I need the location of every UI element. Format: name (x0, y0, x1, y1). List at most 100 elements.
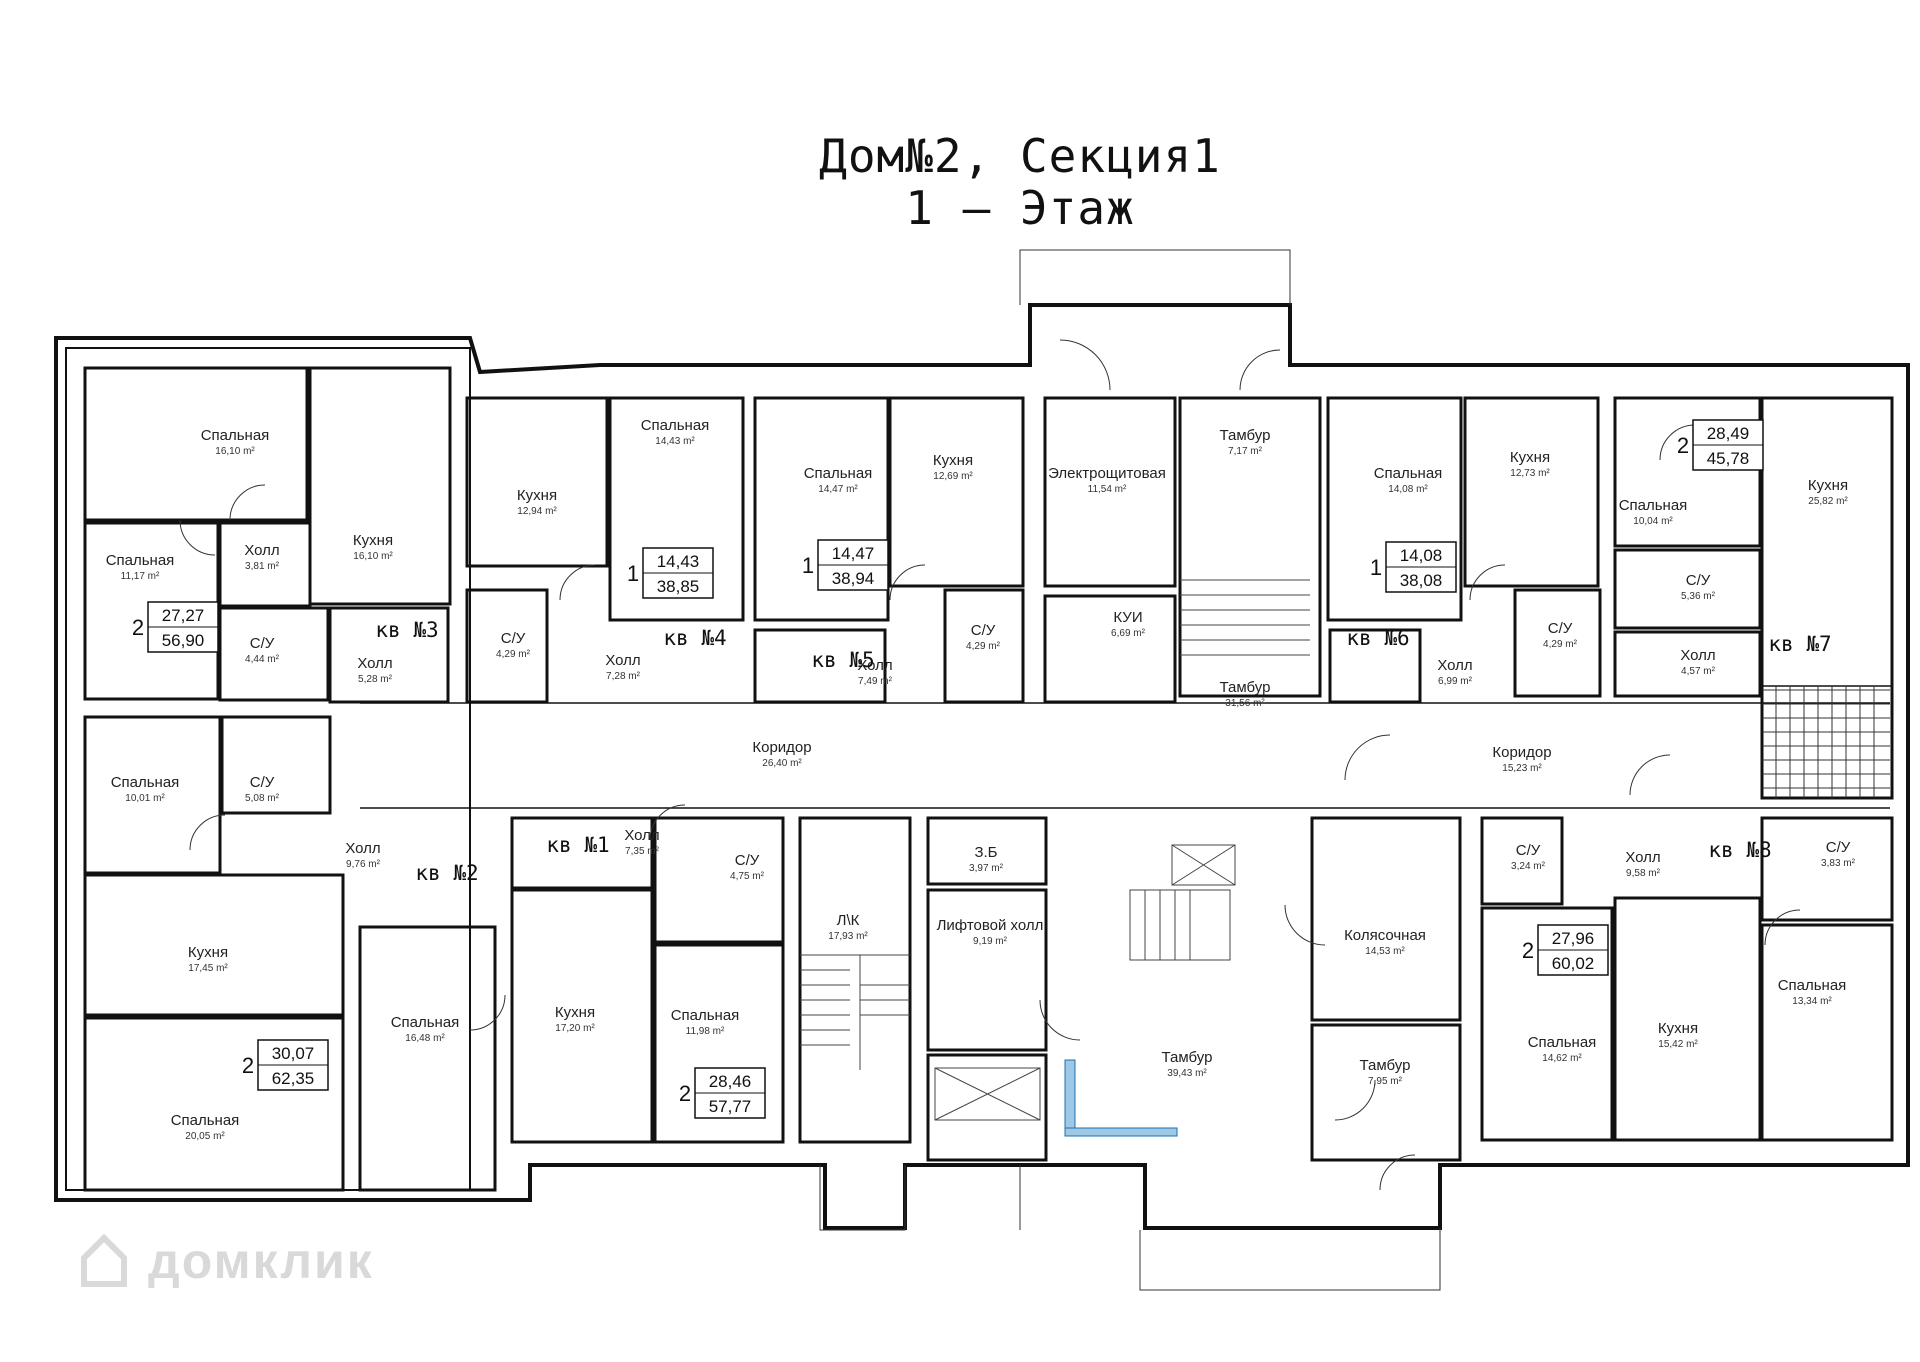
living-area: 14,43 (657, 552, 700, 571)
living-area: 30,07 (272, 1044, 315, 1063)
room-area: 7,35 m² (625, 846, 660, 857)
apartment-label: кв №2 (415, 861, 478, 885)
room-name: Лифтовой холл (937, 917, 1044, 934)
room-area: 12,73 m² (1510, 468, 1550, 479)
total-area: 38,94 (832, 569, 875, 588)
walls (54, 303, 1910, 1230)
room-area: 11,98 m² (686, 1026, 725, 1037)
living-area: 14,08 (1400, 546, 1443, 565)
room-name: Тамбур (1360, 1057, 1411, 1074)
room-count: 2 (1522, 938, 1534, 963)
room-area: 3,83 m² (1821, 858, 1856, 869)
total-area: 62,35 (272, 1069, 315, 1088)
room-name: Коридор (752, 739, 811, 756)
room-area: 7,95 m² (1368, 1076, 1403, 1087)
plan-title-line1: Дом№2, Секция1 (819, 129, 1221, 183)
room-area: 3,24 m² (1511, 861, 1546, 872)
ramp (1064, 1059, 1178, 1137)
room-name: Спальная (1619, 497, 1688, 514)
room-area: 11,17 m² (121, 571, 160, 582)
room-area: 10,01 m² (125, 793, 165, 804)
room-area: 17,20 m² (555, 1023, 595, 1034)
room-area: 14,43 m² (655, 436, 695, 447)
room-name: Спальная (671, 1007, 740, 1024)
room-name: С/У (501, 630, 526, 647)
room-name: Спальная (201, 427, 270, 444)
room-count: 2 (679, 1081, 691, 1106)
room-count: 1 (802, 553, 814, 578)
room-area: 12,69 m² (933, 471, 973, 482)
room-area: 14,08 m² (1388, 484, 1428, 495)
room-name: Электрощитовая (1048, 465, 1166, 482)
room-name: Спальная (171, 1112, 240, 1129)
room-area: 6,69 m² (1111, 628, 1146, 639)
room-area: 4,29 m² (1543, 639, 1578, 650)
room-area: 12,94 m² (517, 506, 557, 517)
room-name: С/У (250, 774, 275, 791)
total-area: 56,90 (162, 631, 205, 650)
room-area: 3,97 m² (969, 863, 1004, 874)
room-area: 5,08 m² (245, 793, 280, 804)
total-area: 45,78 (1707, 449, 1750, 468)
living-area: 28,46 (709, 1072, 752, 1091)
apartment-label: кв №6 (1346, 626, 1409, 650)
apartment-label: кв №7 (1768, 632, 1831, 656)
room-name: Спальная (804, 465, 873, 482)
room-name: КУИ (1113, 609, 1142, 626)
doors (179, 249, 1801, 1291)
room-name: Спальная (106, 552, 175, 569)
room-name: Тамбур (1220, 679, 1271, 696)
room-area: 20,05 m² (185, 1131, 225, 1142)
total-area: 38,08 (1400, 571, 1443, 590)
room-area: 4,57 m² (1681, 666, 1716, 677)
room-name: Спальная (111, 774, 180, 791)
room-name: Коридор (1492, 744, 1551, 761)
total-area: 57,77 (709, 1097, 752, 1116)
room-area: 14,47 m² (818, 484, 858, 495)
room-name: Холл (1437, 657, 1472, 674)
room-name: Спальная (641, 417, 710, 434)
living-area: 27,27 (162, 606, 205, 625)
room-count: 2 (242, 1053, 254, 1078)
room-name: Кухня (1658, 1020, 1698, 1037)
room-name: Холл (357, 655, 392, 672)
room-area: 17,45 m² (188, 963, 228, 974)
room-area: 7,17 m² (1228, 446, 1263, 457)
room-name: Холл (345, 840, 380, 857)
watermark: домклик (148, 1233, 374, 1289)
room-area: 4,75 m² (730, 871, 765, 882)
room-area: 13,34 m² (1792, 996, 1832, 1007)
room-area: 3,81 m² (245, 561, 280, 572)
room-area: 15,23 m² (1502, 763, 1542, 774)
room-count: 1 (1370, 555, 1382, 580)
room-name: С/У (1516, 842, 1541, 859)
apartment-label: кв №5 (811, 648, 874, 672)
room-name: Спальная (1528, 1034, 1597, 1051)
stairs (800, 579, 1310, 1121)
room-area: 6,99 m² (1438, 676, 1473, 687)
room-area: 25,82 m² (1808, 496, 1848, 507)
room-area: 14,53 m² (1365, 946, 1405, 957)
living-area: 28,49 (1707, 424, 1750, 443)
room-area: 4,29 m² (966, 641, 1001, 652)
room-name: Спальная (1778, 977, 1847, 994)
room-name: Холл (1625, 849, 1660, 866)
room-name: С/У (1548, 620, 1573, 637)
room-name: Холл (1680, 647, 1715, 664)
room-area: 16,10 m² (215, 446, 255, 457)
room-name: Л\К (837, 912, 860, 929)
room-name: З.Б (974, 844, 997, 861)
tile-grid (1762, 686, 1890, 798)
room-area: 9,19 m² (973, 936, 1008, 947)
room-count: 2 (132, 615, 144, 640)
domclick-logo-icon (81, 1233, 127, 1287)
room-name: С/У (735, 852, 760, 869)
room-name: Холл (624, 827, 659, 844)
room-name: Кухня (1510, 449, 1550, 466)
